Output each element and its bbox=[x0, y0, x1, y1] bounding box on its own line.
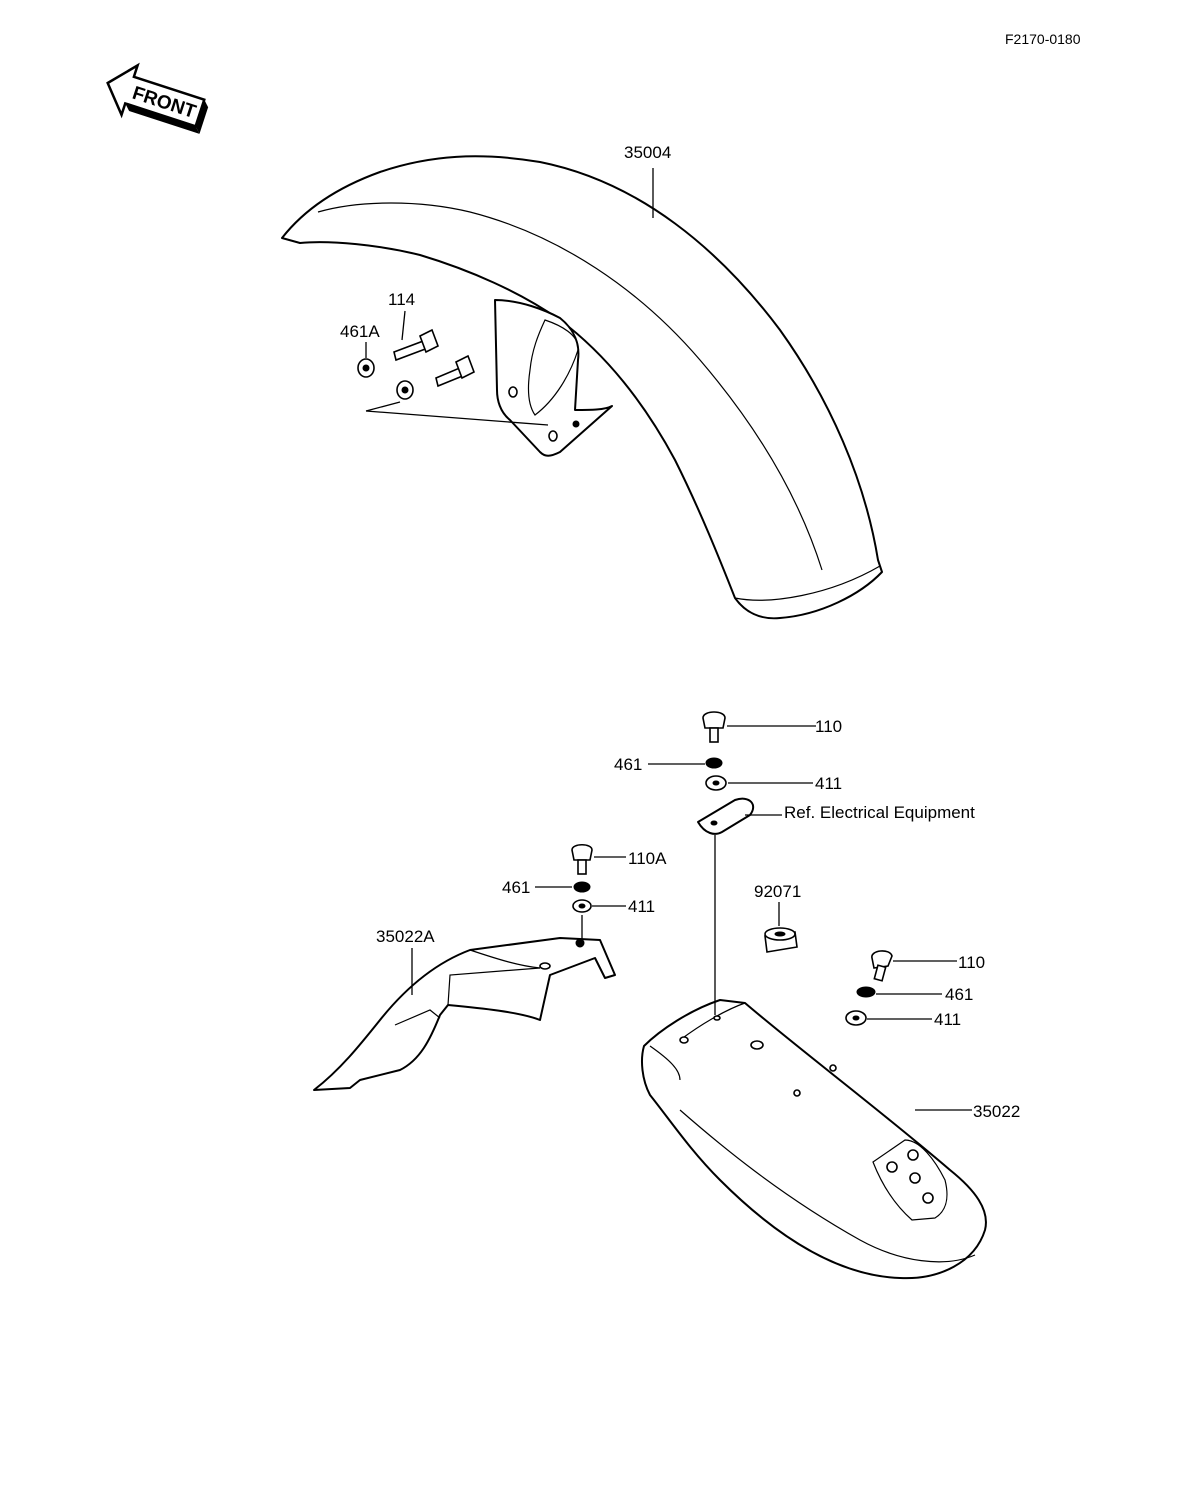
figure-code: F2170-0180 bbox=[1005, 31, 1081, 47]
label-35022A: 35022A bbox=[376, 927, 435, 946]
label-411-right: 411 bbox=[934, 1010, 961, 1029]
label-35022: 35022 bbox=[973, 1102, 1020, 1121]
front-nut-lower bbox=[396, 380, 414, 400]
front-assembly-line-2 bbox=[365, 410, 549, 426]
label-461-left: 461 bbox=[502, 878, 530, 897]
front-bolt-lower bbox=[435, 354, 476, 388]
clamp-bracket bbox=[697, 797, 755, 835]
label-ref-electrical: Ref. Electrical Equipment bbox=[784, 803, 975, 822]
grommet-92071 bbox=[764, 927, 798, 953]
label-461A: 461A bbox=[340, 322, 380, 341]
label-92071: 92071 bbox=[754, 882, 801, 901]
front-nut-upper bbox=[357, 358, 375, 378]
label-35004: 35004 bbox=[624, 143, 671, 162]
front-bolt-upper bbox=[393, 328, 440, 362]
lockwasher-461-left bbox=[573, 881, 591, 893]
lockwasher-461-right bbox=[856, 986, 876, 998]
lockwasher-461-top bbox=[705, 757, 723, 769]
rear-flap bbox=[313, 937, 616, 1091]
washer-411-right bbox=[845, 1010, 867, 1026]
label-110-right: 110 bbox=[958, 953, 985, 972]
washer-411-left bbox=[572, 899, 592, 913]
rear-fender bbox=[641, 999, 987, 1280]
front-fender bbox=[281, 155, 883, 620]
washer-411-top bbox=[705, 775, 727, 791]
label-114: 114 bbox=[388, 290, 415, 309]
leader-114 bbox=[401, 310, 406, 341]
front-arrow-icon: FRONT bbox=[106, 62, 209, 134]
label-110-top: 110 bbox=[815, 717, 842, 736]
front-assembly-line-1 bbox=[365, 401, 401, 412]
bolt-110-top bbox=[702, 711, 726, 743]
label-461-right: 461 bbox=[945, 985, 973, 1004]
bolt-110A bbox=[571, 843, 593, 875]
bolt-110-right bbox=[871, 950, 893, 982]
label-110A: 110A bbox=[628, 849, 667, 868]
label-411-left: 411 bbox=[628, 897, 655, 916]
label-461-top: 461 bbox=[614, 755, 642, 774]
label-411-top: 411 bbox=[815, 774, 842, 793]
